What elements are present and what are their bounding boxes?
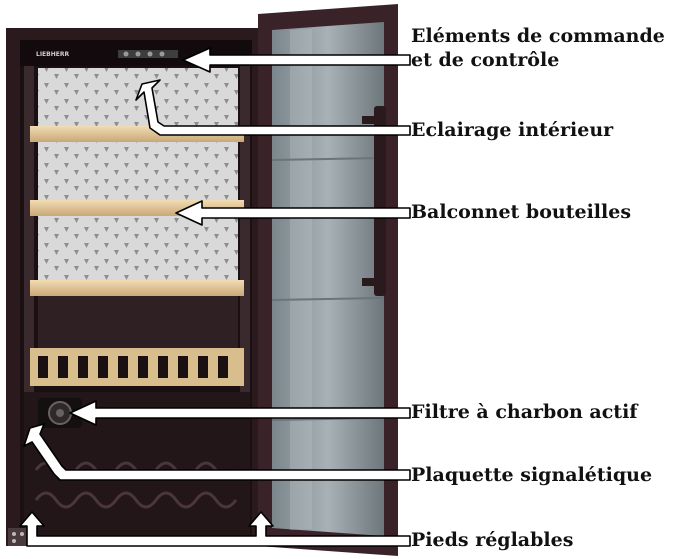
arrow-interior-light (135, 79, 411, 136)
label-charcoal-filter: Filtre à charbon actif (411, 401, 638, 423)
label-adjustable-feet: Pieds réglables (411, 529, 574, 551)
shelf-4-slots (38, 356, 228, 378)
arrow-rating-plate (23, 423, 411, 481)
shelf-3 (30, 280, 244, 296)
left-rack (24, 66, 34, 396)
control-button-1 (123, 51, 129, 57)
door-handle (374, 106, 386, 296)
label-interior-light: Eclairage intérieur (411, 119, 614, 141)
glass-reflection (290, 29, 312, 530)
control-button-2 (135, 51, 141, 57)
back-panel-2 (38, 142, 238, 200)
cabinet: LIEBHERR (6, 28, 264, 546)
wooden-shelves (30, 126, 244, 386)
control-button-4 (159, 51, 165, 57)
arrow-charcoal-filter (69, 400, 411, 426)
control-button-3 (147, 51, 153, 57)
label-rating-plate: Plaquette signalétique (411, 464, 653, 486)
label-bottle-shelf: Balconnet bouteilles (411, 201, 632, 223)
right-rack (240, 66, 250, 396)
callouts (19, 47, 411, 547)
arrow-controls (182, 47, 411, 73)
label-controls-line1: Eléments de commande (411, 25, 665, 47)
label-controls-line2: et de contrôle (411, 49, 560, 71)
arrow-adjustable-feet (19, 511, 411, 547)
brand-logo: LIEBHERR (36, 51, 69, 58)
back-panel-4 (38, 296, 238, 348)
back-panel-3 (38, 216, 238, 280)
arrow-bottle-shelf (175, 200, 411, 226)
